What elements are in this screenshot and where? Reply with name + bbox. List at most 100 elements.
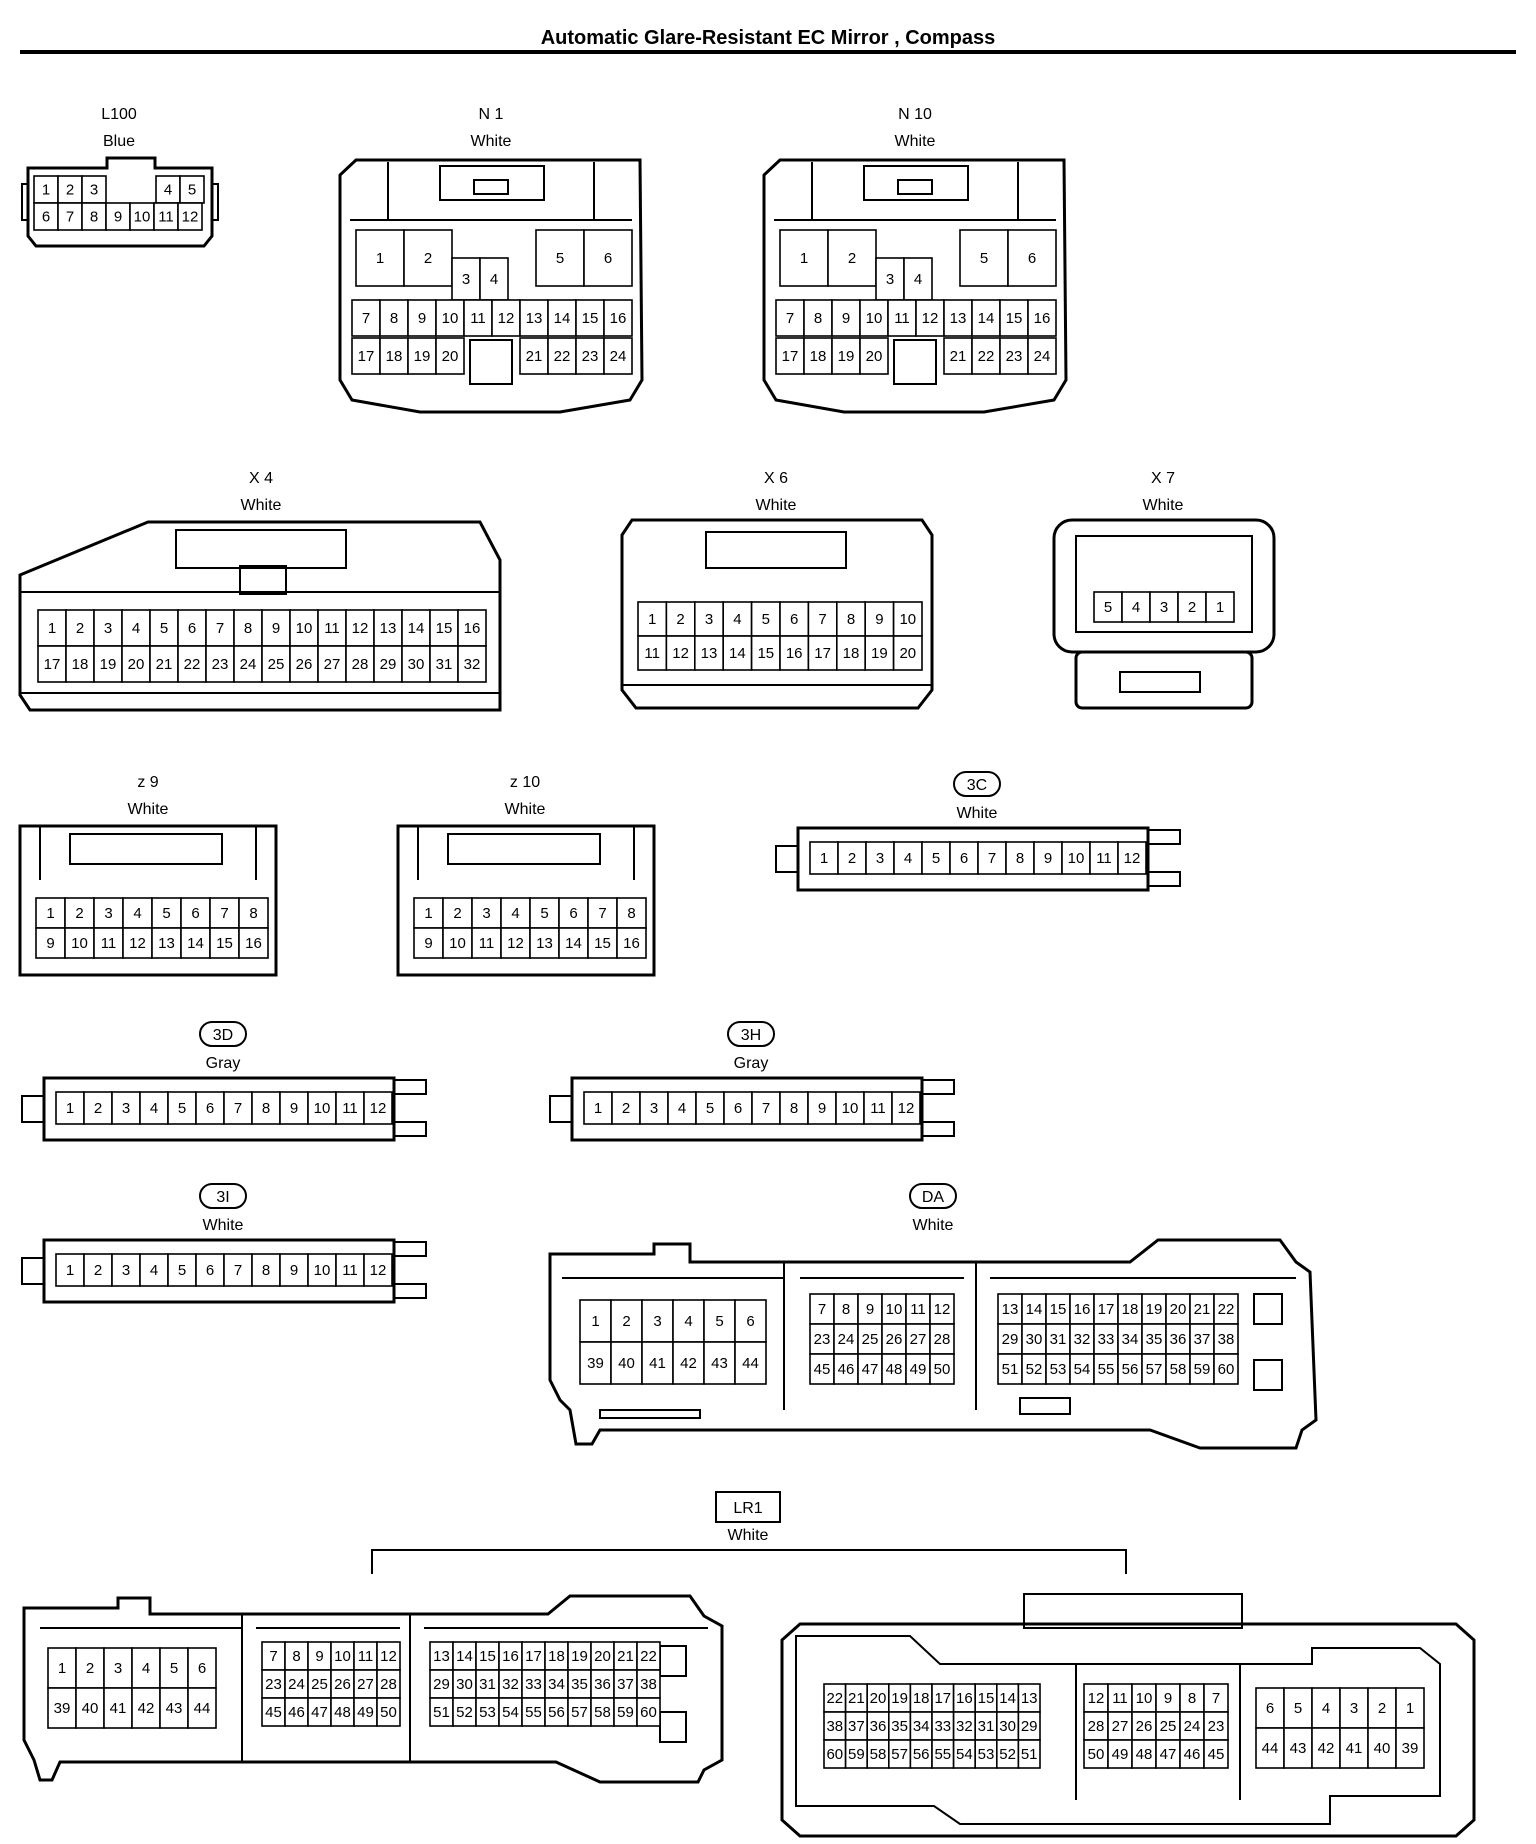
pin-label: 7 xyxy=(988,850,996,867)
pin-label: 56 xyxy=(913,1746,930,1763)
pin-cell xyxy=(1083,1711,1109,1741)
pin-label: 7 xyxy=(216,620,224,637)
pin-label: 44 xyxy=(194,1700,211,1717)
pin-cell xyxy=(693,635,724,671)
pin-cell xyxy=(1311,1727,1341,1769)
pin-label: 54 xyxy=(956,1746,973,1763)
pin-label: 10 xyxy=(334,1648,351,1665)
pin-label: 13 xyxy=(536,935,553,952)
pin-label: 25 xyxy=(862,1331,879,1348)
pin-label: 4 xyxy=(511,905,519,922)
pin-label: 22 xyxy=(826,1690,843,1707)
pin-label: 46 xyxy=(1184,1746,1201,1763)
pin-label: 3 xyxy=(90,182,98,199)
pin-cell xyxy=(859,337,889,375)
pin-cell xyxy=(1179,1739,1205,1769)
pin-label: 10 xyxy=(296,620,313,637)
pin-label: 16 xyxy=(464,620,481,637)
pin-label: 1 xyxy=(424,905,432,922)
pin-cell xyxy=(111,1253,141,1287)
pin-label: 20 xyxy=(870,1690,887,1707)
pin-label: 45 xyxy=(1208,1746,1225,1763)
pin-cell xyxy=(977,841,1007,875)
pin-label: 5 xyxy=(178,1262,186,1279)
pin-label: 3 xyxy=(650,1100,658,1117)
pin-label: 53 xyxy=(479,1704,496,1721)
pin-label: 3 xyxy=(104,905,112,922)
pin-cell xyxy=(999,299,1029,337)
pin-label: 11 xyxy=(910,1301,926,1318)
pin-label: 50 xyxy=(380,1704,397,1721)
pin-label: 36 xyxy=(594,1676,611,1693)
pin-label: 7 xyxy=(234,1100,242,1117)
pin-label: 10 xyxy=(71,935,88,952)
pin-label: 26 xyxy=(334,1676,351,1693)
pin-label: 19 xyxy=(871,645,888,662)
pin-cell xyxy=(151,927,182,959)
pin-label: 45 xyxy=(814,1361,831,1378)
pin-label: 13 xyxy=(526,310,543,327)
pin-cell xyxy=(289,609,319,647)
pin-label: 23 xyxy=(1006,348,1023,365)
pin-label: 32 xyxy=(502,1676,519,1693)
pin-label: 24 xyxy=(240,656,257,673)
pin-label: 9 xyxy=(46,935,54,952)
pin-label: 5 xyxy=(188,182,196,199)
pin-label: 29 xyxy=(433,1676,450,1693)
pin-label: 6 xyxy=(790,611,798,628)
lr1-bracket xyxy=(371,1549,1127,1574)
pin-cell xyxy=(345,645,375,683)
pin-cell xyxy=(641,1341,674,1385)
pin-label: 3 xyxy=(482,905,490,922)
pin-label: 8 xyxy=(244,620,252,637)
pin-label: 5 xyxy=(556,250,564,267)
pin-label: 23 xyxy=(814,1331,831,1348)
pin-cell xyxy=(997,1353,1023,1385)
pin-label: 14 xyxy=(999,1690,1016,1707)
pin-cell xyxy=(1007,229,1057,287)
pin-label: 13 xyxy=(1002,1301,1019,1318)
pin-label: 31 xyxy=(436,656,453,673)
pin-label: 28 xyxy=(934,1331,951,1348)
pin-label: 49 xyxy=(357,1704,374,1721)
pin-label: 57 xyxy=(1146,1361,1163,1378)
pin-label: 12 xyxy=(922,310,939,327)
pin-label: 24 xyxy=(1184,1718,1201,1735)
pin-cell xyxy=(1083,1739,1109,1769)
pin-label: 18 xyxy=(1122,1301,1139,1318)
pin-label: 12 xyxy=(370,1262,387,1279)
connector-id: 3D xyxy=(213,1027,233,1044)
pin-cell xyxy=(351,337,381,375)
pin-label: 48 xyxy=(1136,1746,1153,1763)
pin-label: 10 xyxy=(314,1262,331,1279)
connector-id: 3C xyxy=(967,777,987,794)
pin-label: 34 xyxy=(913,1718,930,1735)
pin-label: 35 xyxy=(1146,1331,1163,1348)
pin-label: 6 xyxy=(569,905,577,922)
pin-cell xyxy=(807,635,838,671)
pin-label: 1 xyxy=(820,850,828,867)
pin-label: 2 xyxy=(622,1100,630,1117)
pin-label: 1 xyxy=(1216,599,1224,616)
connector-color: White xyxy=(203,1217,244,1234)
pin-label: 9 xyxy=(290,1262,298,1279)
pin-label: 2 xyxy=(424,250,432,267)
pin-label: 11 xyxy=(342,1262,358,1279)
pin-label: 21 xyxy=(526,348,543,365)
pin-label: 10 xyxy=(1068,850,1085,867)
pin-cell xyxy=(637,601,668,637)
pin-label: 3 xyxy=(114,1660,122,1677)
pin-cell xyxy=(693,601,724,637)
pin-cell xyxy=(1117,1293,1143,1325)
pin-label: 13 xyxy=(701,645,718,662)
pin-label: 59 xyxy=(617,1704,634,1721)
pin-label: 10 xyxy=(899,611,916,628)
pin-cell xyxy=(167,1253,197,1287)
pin-label: 7 xyxy=(762,1100,770,1117)
pin-label: 33 xyxy=(934,1718,951,1735)
